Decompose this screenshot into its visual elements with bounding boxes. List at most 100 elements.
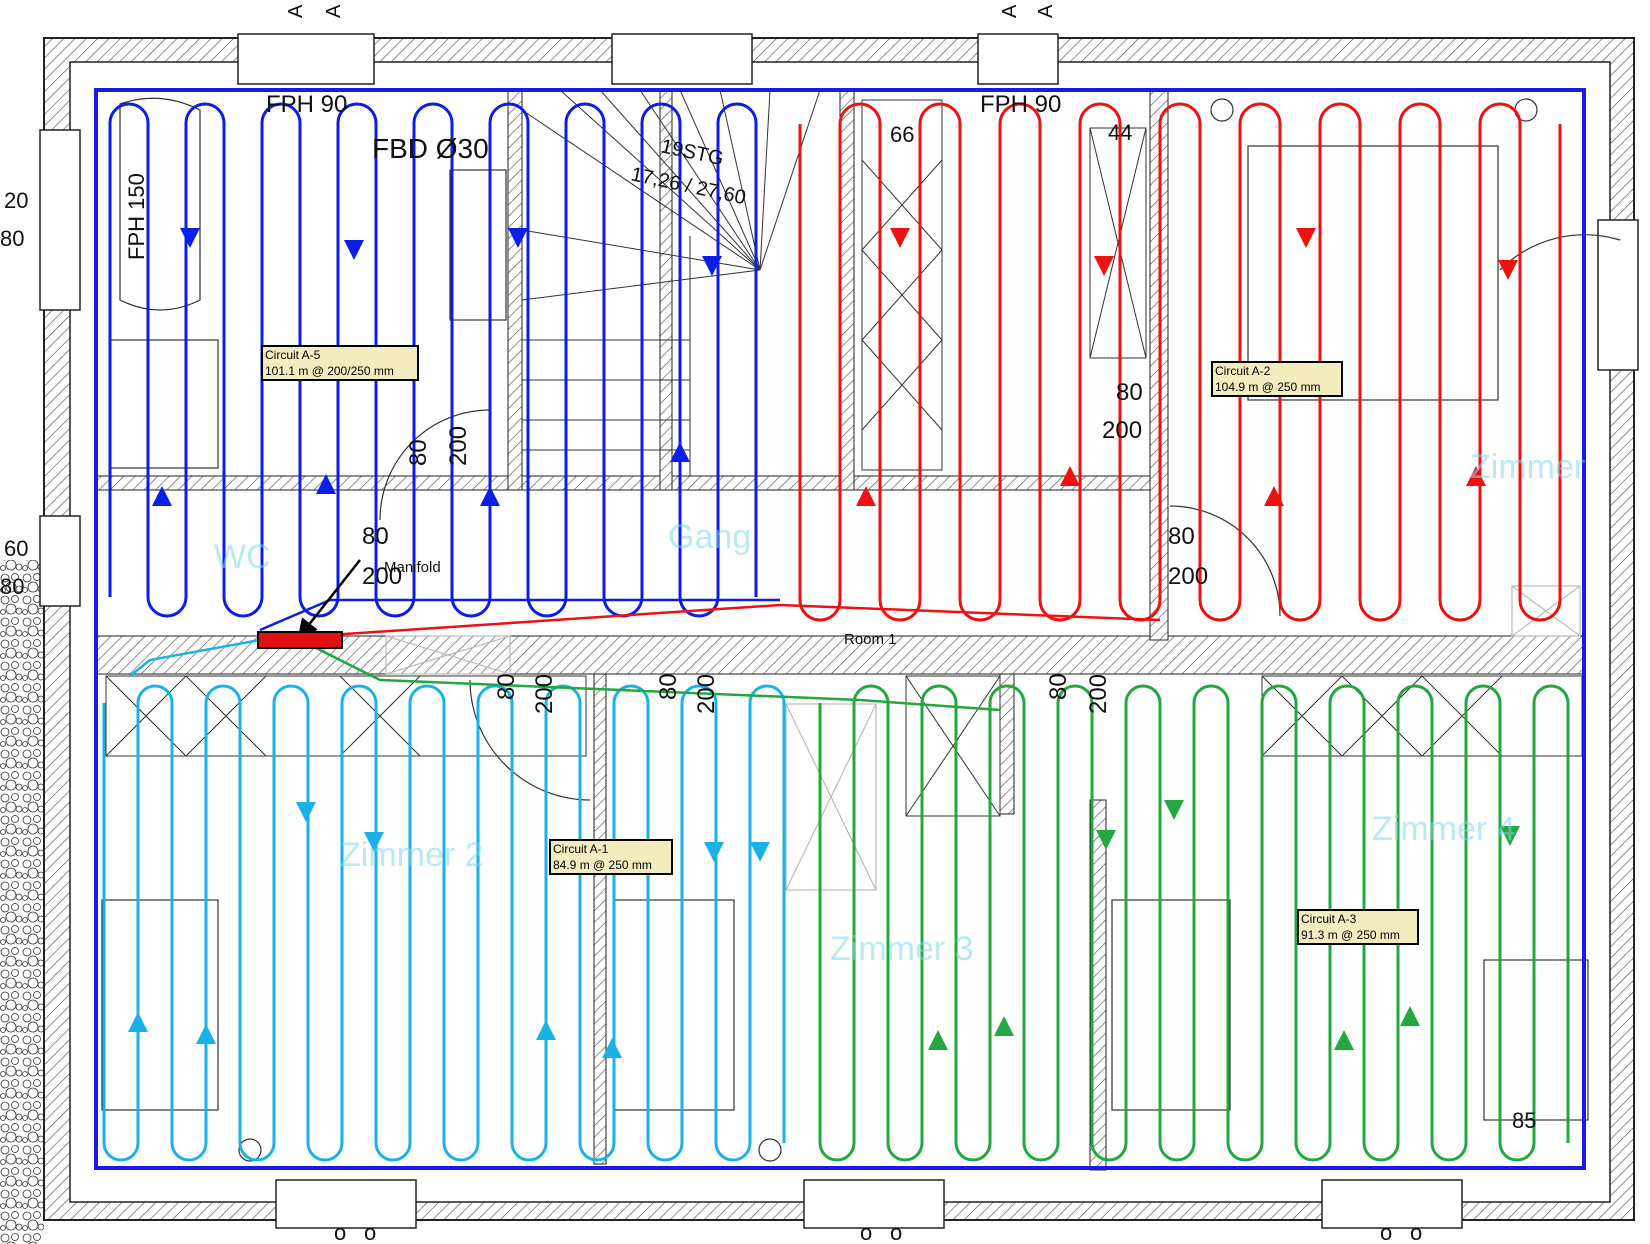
flow-direction-arrow [180, 228, 200, 248]
door-dim-80-c: 80 [1116, 379, 1143, 406]
fph-right-label: FPH 90 [980, 91, 1061, 118]
flow-direction-arrow [1264, 486, 1284, 506]
room-names: WC Gang Zimmer 2 Zimmer 3 Zimmer 4 Zimme… [214, 448, 1585, 968]
heating-pipe-loop [818, 684, 1570, 1162]
side-dim-80b: 80 [0, 574, 24, 599]
axis-mark-a1: A [285, 4, 307, 18]
flow-direction-arrow [1334, 1030, 1354, 1050]
room-1-label: Room 1 [844, 631, 897, 648]
flow-direction-arrow [344, 240, 364, 260]
flow-direction-arrow [1498, 260, 1518, 280]
manifold-label: Manifold [384, 559, 441, 576]
door-dim-80-d: 80 [1168, 523, 1195, 550]
door-dim-80-b: 80 [362, 523, 389, 550]
dim-44-label: 44 [1108, 120, 1132, 145]
flow-direction-arrow [1094, 256, 1114, 276]
axis-mark-a3: A [999, 4, 1021, 18]
heating-pipe-loop [798, 102, 1562, 622]
flow-direction-arrow [856, 486, 876, 506]
room-name-zimmer: Zimmer [1470, 448, 1585, 486]
axis-mark-o4: o [890, 1220, 902, 1244]
heating-zone-boundary [94, 88, 1586, 1170]
flow-direction-arrow [1164, 800, 1184, 820]
circuit-a3-label: Circuit A-3 91.3 m @ 250 mm [1297, 909, 1419, 945]
door-dim-200-a: 200 [445, 426, 472, 466]
heating-pipe-loop [102, 684, 786, 1162]
room-name-zimmer-2: Zimmer 2 [340, 836, 484, 874]
circuit-a1-pipes [102, 684, 786, 1162]
fph-left-label: FPH 90 [266, 91, 347, 118]
circuit-a5-spec: 101.1 m @ 200/250 mm [265, 364, 394, 378]
door-dim-80-g: 80 [1045, 673, 1072, 700]
flow-direction-arrow [296, 802, 316, 822]
fbd-label: FBD Ø30 [372, 133, 489, 164]
flow-direction-arrow [508, 228, 528, 248]
dim-66-label: 66 [890, 122, 914, 147]
interior-walls [95, 89, 1585, 1171]
door-dim-80-a: 80 [405, 439, 432, 466]
door-dim-80-f: 80 [655, 673, 682, 700]
door-dim-200-d: 200 [1168, 563, 1208, 590]
axis-mark-o6: o [1410, 1220, 1422, 1244]
manifold-feed-lines [129, 598, 1161, 712]
manifold-pointer [297, 559, 361, 640]
flow-direction-arrow [152, 486, 172, 506]
circuit-a3-name: Circuit A-3 [1301, 912, 1357, 926]
circuit-a3-spec: 91.3 m @ 250 mm [1301, 928, 1400, 942]
flow-direction-arrow [994, 1016, 1014, 1036]
door-dim-200-c: 200 [1102, 417, 1142, 444]
circuit-a2-label: Circuit A-2 104.9 m @ 250 mm [1211, 361, 1343, 397]
flow-direction-arrow [704, 842, 724, 862]
flow-direction-arrow [1296, 228, 1316, 248]
room-name-zimmer-3: Zimmer 3 [830, 930, 974, 968]
axis-mark-o3: o [860, 1220, 872, 1244]
flow-direction-arrow [670, 442, 690, 462]
flow-direction-arrow [536, 1020, 556, 1040]
door-dim-80-e: 80 [493, 673, 520, 700]
flow-direction-arrow [1060, 466, 1080, 486]
dim-85-label: 85 [1512, 1108, 1536, 1133]
flow-direction-arrow [750, 842, 770, 862]
flow-direction-arrow [1096, 830, 1116, 850]
circuit-a1-label: Circuit A-1 84.9 m @ 250 mm [549, 839, 673, 875]
door-dim-200-g: 200 [1085, 674, 1112, 714]
circuit-a3-pipes [818, 684, 1570, 1162]
circuit-a5-pipes [108, 102, 758, 618]
flow-direction-arrow [702, 256, 722, 276]
door-dim-200-e: 200 [531, 674, 558, 714]
gravel-strip [0, 560, 44, 1244]
room-name-zimmer-4: Zimmer 4 [1372, 810, 1516, 848]
circuit-a1-spec: 84.9 m @ 250 mm [553, 858, 652, 872]
axis-mark-o2: o [364, 1220, 376, 1244]
flow-direction-arrow [196, 1024, 216, 1044]
side-dim-20: 20 [4, 188, 28, 213]
fph-vertical-label: FPH 150 [124, 173, 149, 260]
flow-direction-arrow [1466, 466, 1486, 486]
room-name-wc: WC [214, 538, 271, 576]
circuit-a1-name: Circuit A-1 [553, 842, 609, 856]
flow-direction-arrow [890, 228, 910, 248]
circuit-a2-spec: 104.9 m @ 250 mm [1215, 380, 1321, 394]
door-dim-200-f: 200 [693, 674, 720, 714]
flow-direction-arrow [602, 1038, 622, 1058]
side-dim-60: 60 [4, 536, 28, 561]
circuit-a5-label: Circuit A-5 101.1 m @ 200/250 mm [261, 345, 419, 381]
heating-pipe-loop [108, 102, 758, 618]
flow-direction-arrow [128, 1012, 148, 1032]
circuit-a2-name: Circuit A-2 [1215, 364, 1271, 378]
door-dim-200-b: 200 [362, 563, 402, 590]
axis-mark-a4: A [1035, 4, 1057, 18]
room-name-gang: Gang [668, 518, 751, 556]
axis-mark-a2: A [323, 4, 345, 18]
flow-direction-arrow [364, 832, 384, 852]
circuit-a2-pipes [798, 102, 1562, 622]
flow-direction-arrow [1500, 826, 1520, 846]
flow-direction-arrow [316, 474, 336, 494]
flow-direction-arrow [928, 1030, 948, 1050]
flow-direction-arrow [1400, 1006, 1420, 1026]
side-dim-80: 80 [0, 226, 24, 251]
axis-mark-o5: o [1380, 1220, 1392, 1244]
circuit-a5-name: Circuit A-5 [265, 348, 321, 362]
windows [39, 33, 1639, 1229]
